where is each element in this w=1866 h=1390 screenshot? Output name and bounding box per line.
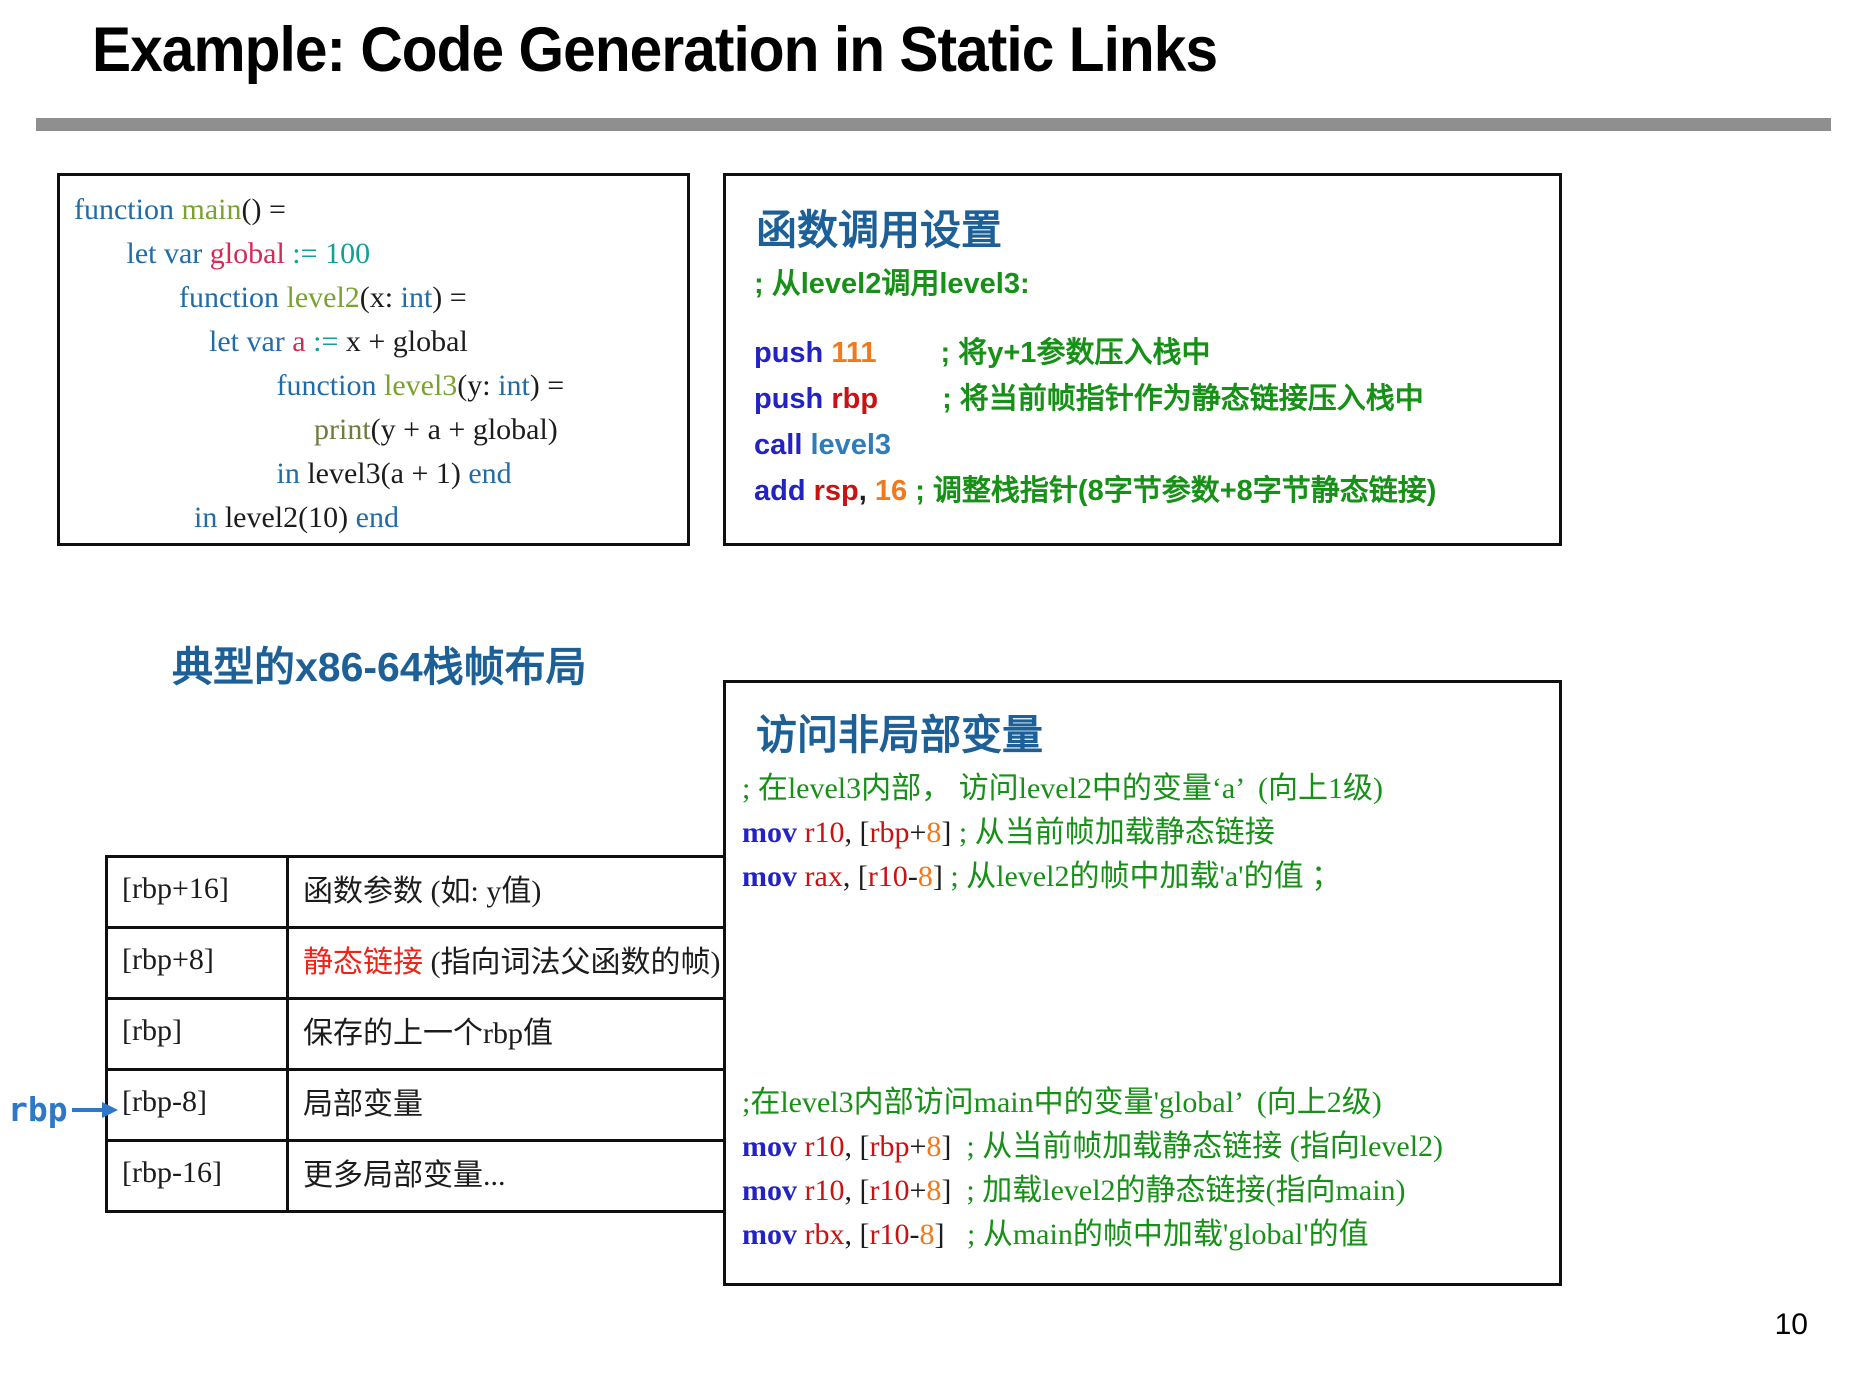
code-line: function level2(x: int) = — [179, 281, 467, 314]
source-code-box: function main() = let var global := 100 … — [57, 173, 690, 546]
page-title: Example: Code Generation in Static Links — [92, 15, 1218, 85]
frame-desc-cell: 保存的上一个rbp值 — [286, 997, 760, 1071]
code-line: in level3(a + 1) end — [276, 457, 512, 490]
frame-desc-cell: 静态链接 (指向词法父函数的帧) — [286, 926, 760, 1000]
stack-frame-heading: 典型的x86-64栈帧布局 — [172, 644, 587, 690]
asm-line: mov rbx, [r10-8] ; 从main的帧中加载'global'的值 — [742, 1218, 1369, 1251]
asm-line: mov r10, [rbp+8] ; 从当前帧加载静态链接 (指向level2) — [742, 1130, 1444, 1163]
code-line: in level2(10) end — [194, 501, 399, 534]
table-row: [rbp] 保存的上一个rbp值 — [105, 997, 760, 1071]
code-line: let var global := 100 — [126, 237, 371, 270]
asm-line: call level3 — [754, 429, 892, 461]
rbp-pointer: rbp — [8, 1090, 118, 1129]
nonlocal-access-box: 访问非局部变量 ; 在level3内部， 访问level2中的变量‘a’ (向上… — [723, 680, 1562, 1286]
page-number: 10 — [1774, 1308, 1808, 1341]
title-divider — [36, 118, 1831, 131]
asm-line: push 111; 将y+1参数压入栈中 — [754, 337, 1211, 369]
frame-address-cell: [rbp+16] — [105, 855, 289, 929]
frame-desc-cell: 局部变量 — [286, 1068, 760, 1142]
asm-line: mov r10, [rbp+8] ; 从当前帧加载静态链接 — [742, 816, 1275, 849]
comment-line: ;在level3内部访问main中的变量'global’ (向上2级) — [742, 1086, 1382, 1119]
frame-address-cell: [rbp-16] — [105, 1139, 289, 1213]
table-row: [rbp+8] 静态链接 (指向词法父函数的帧) — [105, 926, 760, 1000]
spacer — [754, 304, 1549, 330]
table-row: [rbp-16] 更多局部变量... — [105, 1139, 760, 1213]
frame-desc-cell: 函数参数 (如: y值) — [286, 855, 760, 929]
spacer — [742, 899, 1551, 1081]
comment-line: ; 从level2调用level3: — [754, 268, 1030, 300]
right-arrow-icon — [71, 1101, 118, 1118]
call-setup-title: 函数调用设置 — [756, 207, 1002, 253]
code-line: let var a := x + global — [209, 325, 468, 358]
asm-line: push rbp; 将当前帧指针作为静态链接压入栈中 — [754, 383, 1424, 415]
frame-desc-cell: 更多局部变量... — [286, 1139, 760, 1213]
code-line: print(y + a + global) — [314, 413, 558, 446]
frame-address-cell: [rbp-8] — [105, 1068, 289, 1142]
comment-line: ; 在level3内部， 访问level2中的变量‘a’ (向上1级) — [742, 772, 1383, 805]
frame-address-cell: [rbp] — [105, 997, 289, 1071]
asm-line: mov r10, [r10+8] ; 加载level2的静态链接(指向main) — [742, 1174, 1406, 1207]
rbp-pointer-label: rbp — [8, 1090, 68, 1129]
code-line: function level3(y: int) = — [276, 369, 565, 402]
table-row: [rbp+16] 函数参数 (如: y值) — [105, 855, 760, 929]
code-line: function main() = — [74, 193, 286, 226]
table-row: [rbp-8] 局部变量 — [105, 1068, 760, 1142]
asm-line: add rsp, 16 ; 调整栈指针(8字节参数+8字节静态链接) — [754, 475, 1437, 507]
frame-address-cell: [rbp+8] — [105, 926, 289, 1000]
nonlocal-access-title: 访问非局部变量 — [756, 712, 1043, 758]
stack-frame-table: [rbp+16] 函数参数 (如: y值) [rbp+8] 静态链接 (指向词法… — [105, 855, 760, 1213]
asm-line: mov rax, [r10-8] ; 从level2的帧中加载'a'的值 ； — [742, 860, 1342, 893]
call-setup-box: 函数调用设置 ; 从level2调用level3: push 111; 将y+1… — [723, 173, 1562, 546]
